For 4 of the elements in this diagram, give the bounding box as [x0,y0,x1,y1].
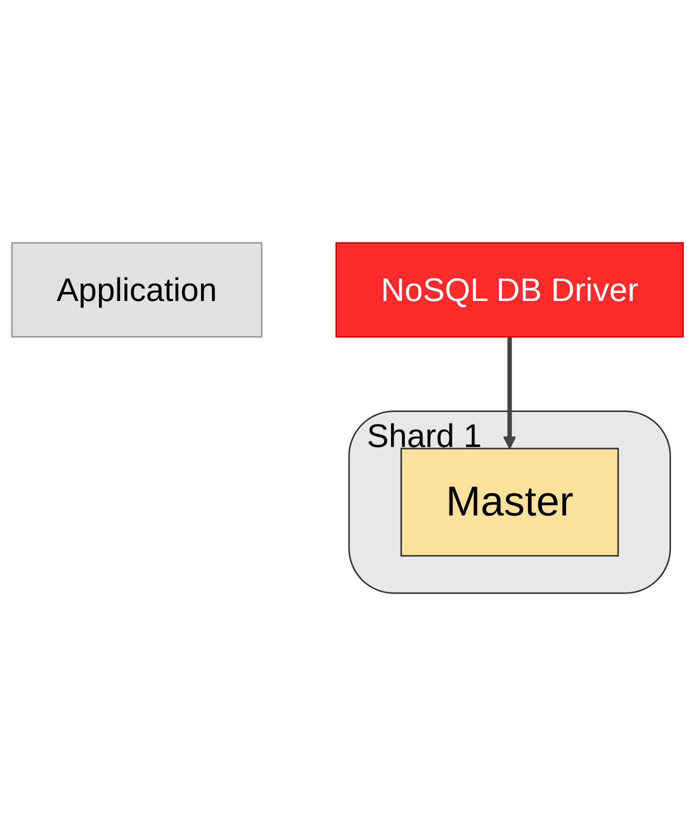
node-box: Master [400,448,619,557]
node-box: NoSQL DB Driver [335,242,684,338]
node-box: Application [11,242,262,338]
arrow [503,336,516,450]
